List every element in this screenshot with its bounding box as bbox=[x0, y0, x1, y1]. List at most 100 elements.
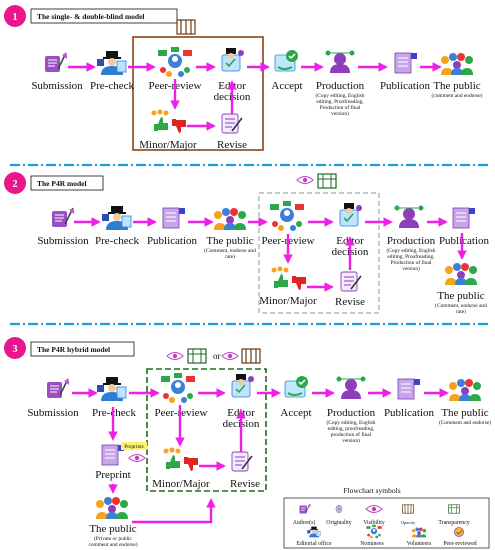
revise-icon bbox=[231, 451, 253, 472]
publication-icon bbox=[394, 52, 418, 74]
step-publication-final: Publication bbox=[439, 235, 490, 247]
production-icon bbox=[325, 50, 355, 74]
minor-major-icon bbox=[163, 447, 198, 471]
legend-item-authors: Author(s) bbox=[293, 519, 316, 526]
preprint-icon bbox=[101, 444, 125, 466]
section-2-title: The P4R model bbox=[37, 179, 87, 188]
or-text: or bbox=[213, 351, 221, 361]
step-publication: Publication bbox=[384, 407, 435, 419]
visibility-icon bbox=[296, 176, 314, 184]
step-submission: Submission bbox=[27, 407, 79, 419]
step-production: Production bbox=[327, 407, 376, 419]
step-accept: Accept bbox=[280, 407, 311, 419]
section-3: 3 The P4R hybrid model or Submission Pre… bbox=[4, 337, 491, 548]
editorial-office-icon bbox=[96, 50, 127, 76]
peer-reviewed-icon bbox=[454, 527, 464, 537]
public-icon bbox=[214, 208, 246, 230]
section-1-arrows bbox=[68, 62, 442, 131]
section-2-badge bbox=[4, 172, 26, 194]
revise-icon bbox=[221, 113, 243, 134]
section-1: 1 The single- & double-blind model Submi… bbox=[4, 5, 483, 151]
legend-item-visibility: Visibility bbox=[363, 520, 385, 526]
legend-item-opacity: Opacity bbox=[401, 520, 416, 525]
section-1-badge bbox=[4, 5, 26, 27]
step-revise: Revise bbox=[217, 139, 247, 151]
transparency-icon bbox=[187, 348, 207, 364]
barred-window-icon bbox=[402, 504, 414, 514]
step-precheck: Pre-check bbox=[95, 235, 139, 247]
visibility-icon-2 bbox=[221, 352, 239, 360]
editor-decision-icon bbox=[231, 373, 255, 398]
step-publication: Publication bbox=[147, 235, 198, 247]
hybrid-review-box bbox=[146, 368, 267, 492]
preprints-tag-label: Preprints bbox=[124, 444, 143, 450]
step-revise: Revise bbox=[230, 478, 260, 490]
legend-item-editorial-office: Editorial office bbox=[296, 540, 332, 547]
opacity-icon bbox=[241, 348, 261, 364]
step-precheck: Pre-check bbox=[90, 80, 134, 92]
public-note: (Comment and endorse) bbox=[439, 419, 491, 426]
section-3-title-box bbox=[30, 341, 135, 357]
minor-major-icon bbox=[151, 109, 186, 133]
step-preprint: Preprint bbox=[95, 469, 130, 481]
transparency-icon bbox=[317, 173, 337, 189]
publication-final-icon bbox=[452, 207, 476, 229]
step-public-final: The public bbox=[437, 290, 484, 302]
section-3-number: 3 bbox=[13, 344, 18, 355]
public-icon bbox=[441, 53, 473, 75]
editor-decision-icon bbox=[221, 47, 245, 72]
author-quill-icon bbox=[44, 52, 68, 73]
step-public: The public bbox=[206, 235, 253, 247]
legend-item-peer-reviewed: Peer-reviewed bbox=[443, 541, 476, 547]
step-public: The public bbox=[441, 407, 488, 419]
legend-item-volunteers: Volunteers bbox=[407, 541, 432, 547]
preprints-tag bbox=[121, 442, 147, 450]
step-public: The public bbox=[433, 80, 480, 92]
editorial-office-icon bbox=[96, 376, 127, 402]
legend-item-originality: Originality bbox=[326, 520, 352, 526]
step-publication: Publication bbox=[380, 80, 431, 92]
step-revise: Revise bbox=[335, 296, 365, 308]
step-submission: Submission bbox=[37, 235, 89, 247]
peer-review-icon bbox=[270, 201, 304, 231]
peer-review-loop-box bbox=[132, 36, 264, 151]
visibility-icon-3 bbox=[128, 454, 146, 462]
accept-icon bbox=[284, 375, 309, 398]
author-quill-icon bbox=[51, 207, 75, 228]
production-icon bbox=[336, 376, 366, 400]
peer-review-icon bbox=[158, 47, 192, 77]
legend-title: Flowchart symbols bbox=[343, 486, 400, 495]
peer-review-icon bbox=[161, 373, 195, 403]
section-2-title-box bbox=[30, 175, 104, 191]
author-quill-icon bbox=[46, 378, 70, 399]
publication-icon bbox=[162, 207, 186, 229]
step-accept: Accept bbox=[271, 80, 302, 92]
section-2-arrows bbox=[74, 217, 467, 292]
section-1-title-box bbox=[30, 8, 178, 24]
step-submission: Submission bbox=[31, 80, 83, 92]
public-final-icon bbox=[445, 263, 477, 285]
public-note: (comment and endorse) bbox=[432, 92, 483, 99]
section-1-number: 1 bbox=[13, 12, 18, 23]
section-1-title: The single- & double-blind model bbox=[37, 12, 145, 21]
publication-icon bbox=[397, 378, 421, 400]
legend-item-nominees: Nominees bbox=[360, 541, 384, 547]
public-pre-icon bbox=[96, 497, 128, 519]
editorial-office-icon bbox=[101, 205, 132, 231]
open-window-icon bbox=[448, 504, 460, 514]
peer-reviewed-check bbox=[456, 530, 463, 535]
production-icon bbox=[394, 205, 424, 229]
step-minor-major: Minor/Major bbox=[259, 295, 317, 307]
p4r-review-box bbox=[258, 192, 380, 314]
editor-decision-icon bbox=[339, 202, 363, 227]
visibility-icon bbox=[166, 352, 184, 360]
revise-icon bbox=[340, 271, 362, 292]
step-production: Production bbox=[316, 80, 365, 92]
section-3-arrows bbox=[72, 388, 449, 524]
